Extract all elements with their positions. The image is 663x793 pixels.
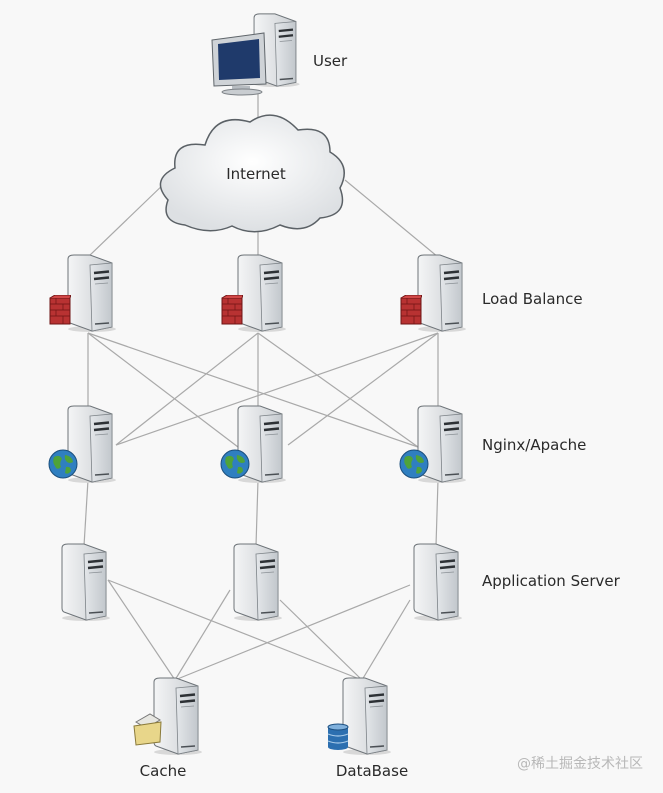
globe-icon bbox=[220, 449, 250, 479]
database-server bbox=[327, 676, 391, 756]
load-balancer-server-3 bbox=[400, 253, 466, 333]
label-application-server: Application Server bbox=[482, 572, 621, 590]
cache-server bbox=[133, 676, 202, 756]
folder-icon bbox=[133, 713, 162, 746]
firewall-icon bbox=[400, 295, 422, 325]
firewall-icon bbox=[221, 295, 243, 325]
label-internet: Internet bbox=[226, 165, 286, 183]
globe-icon bbox=[48, 449, 78, 479]
nginx-server-2 bbox=[220, 404, 286, 484]
nginx-server-1 bbox=[48, 404, 116, 484]
load-balancer-server-2 bbox=[221, 253, 286, 333]
label-load-balance: Load Balance bbox=[482, 290, 583, 308]
server-icon bbox=[66, 253, 116, 333]
label-nginx-apache: Nginx/Apache bbox=[482, 436, 586, 454]
label-database: DataBase bbox=[336, 762, 408, 780]
application-server-3 bbox=[412, 542, 462, 622]
application-server-2 bbox=[232, 542, 282, 622]
watermark: @稀土掘金技术社区 bbox=[517, 756, 643, 772]
database-icon bbox=[327, 723, 349, 750]
load-balancer-server-1 bbox=[49, 253, 116, 333]
globe-icon bbox=[399, 449, 429, 479]
server-icon bbox=[416, 253, 466, 333]
user-computer-icon bbox=[211, 12, 300, 96]
cloud-icon bbox=[159, 114, 345, 233]
server-icon bbox=[152, 676, 202, 756]
label-cache: Cache bbox=[140, 762, 187, 780]
application-server-1 bbox=[60, 542, 110, 622]
label-user: User bbox=[313, 52, 348, 70]
server-icon bbox=[236, 253, 286, 333]
firewall-icon bbox=[49, 295, 71, 325]
connectors bbox=[83, 92, 439, 681]
server-icon bbox=[341, 676, 391, 756]
